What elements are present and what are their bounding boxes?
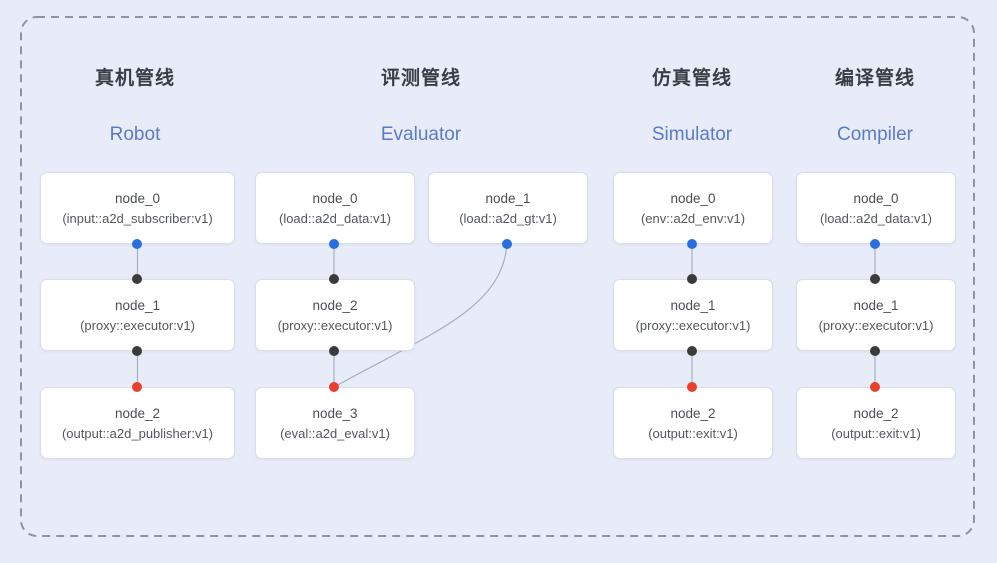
node-card-evaluator-node3: node_3 (eval::a2d_eval:v1) (255, 387, 415, 459)
pipeline-title-cn-robot: 真机管线 (94, 68, 175, 89)
port-dot-blue (132, 239, 142, 249)
node-name: node_2 (114, 405, 161, 421)
node-name: node_2 (853, 405, 899, 421)
port-dot-blue (687, 239, 697, 249)
node-name: node_0 (312, 190, 358, 206)
node-type: (load::a2d_gt:v1) (459, 210, 557, 226)
port-dot-black (870, 274, 880, 284)
node-card-evaluator-node2: node_2 (proxy::executor:v1) (255, 279, 415, 351)
port-dot-black (329, 346, 339, 356)
node-type: (output::exit:v1) (831, 425, 921, 441)
node-type: (proxy::executor:v1) (818, 317, 934, 333)
node-type: (load::a2d_data:v1) (819, 210, 933, 226)
node-name: node_1 (114, 297, 161, 313)
port-dot-black (687, 274, 697, 284)
node-type: (env::a2d_env:v1) (640, 210, 746, 226)
node-type: (output::exit:v1) (648, 425, 738, 441)
node-name: node_3 (312, 405, 358, 421)
node-card-evaluator-node1: node_1 (load::a2d_gt:v1) (428, 172, 588, 244)
port-dot-red (870, 382, 880, 392)
node-card-compiler-node0: node_0 (load::a2d_data:v1) (796, 172, 956, 244)
node-card-simulator-node2: node_2 (output::exit:v1) (613, 387, 773, 459)
port-dot-blue (502, 239, 512, 249)
node-type: (proxy::executor:v1) (277, 317, 393, 333)
port-dot-black (687, 346, 697, 356)
pipeline-title-cn-compiler: 编译管线 (834, 68, 915, 89)
node-type: (eval::a2d_eval:v1) (280, 425, 390, 441)
pipeline-title-en-simulator: Simulator (651, 124, 733, 145)
node-name: node_1 (485, 190, 531, 206)
port-dot-blue (329, 239, 339, 249)
node-card-robot-node1: node_1 (proxy::executor:v1) (40, 279, 235, 351)
node-name: node_0 (670, 190, 716, 206)
node-name: node_0 (114, 190, 161, 206)
pipeline-title-cn-simulator: 仿真管线 (651, 68, 732, 89)
dashed-frame (20, 16, 975, 537)
edge-curve-gt-to-eval (333, 243, 508, 388)
node-card-simulator-node1: node_1 (proxy::executor:v1) (613, 279, 773, 351)
pipeline-title-en-compiler: Compiler (836, 124, 914, 145)
port-dot-black (132, 274, 142, 284)
node-card-evaluator-node0: node_0 (load::a2d_data:v1) (255, 172, 415, 244)
node-card-compiler-node1: node_1 (proxy::executor:v1) (796, 279, 956, 351)
node-type: (proxy::executor:v1) (635, 317, 751, 333)
pipeline-title-en-evaluator: Evaluator (380, 124, 462, 145)
node-name: node_2 (670, 405, 716, 421)
port-dot-blue (870, 239, 880, 249)
node-card-compiler-node2: node_2 (output::exit:v1) (796, 387, 956, 459)
node-name: node_1 (853, 297, 899, 313)
port-dot-black (132, 346, 142, 356)
port-dot-red (329, 382, 339, 392)
node-name: node_0 (853, 190, 899, 206)
pipeline-title-en-robot: Robot (109, 124, 161, 145)
node-name: node_1 (670, 297, 716, 313)
node-card-robot-node2: node_2 (output::a2d_publisher:v1) (40, 387, 235, 459)
node-name: node_2 (312, 297, 358, 313)
port-dot-black (870, 346, 880, 356)
port-dot-red (132, 382, 142, 392)
port-dot-red (687, 382, 697, 392)
node-type: (output::a2d_publisher:v1) (61, 425, 214, 441)
node-type: (input::a2d_subscriber:v1) (62, 210, 213, 226)
node-type: (load::a2d_data:v1) (278, 210, 392, 226)
node-card-robot-node0: node_0 (input::a2d_subscriber:v1) (40, 172, 235, 244)
port-dot-black (329, 274, 339, 284)
pipeline-title-cn-evaluator: 评测管线 (380, 68, 461, 89)
node-card-simulator-node0: node_0 (env::a2d_env:v1) (613, 172, 773, 244)
node-type: (proxy::executor:v1) (80, 317, 195, 333)
